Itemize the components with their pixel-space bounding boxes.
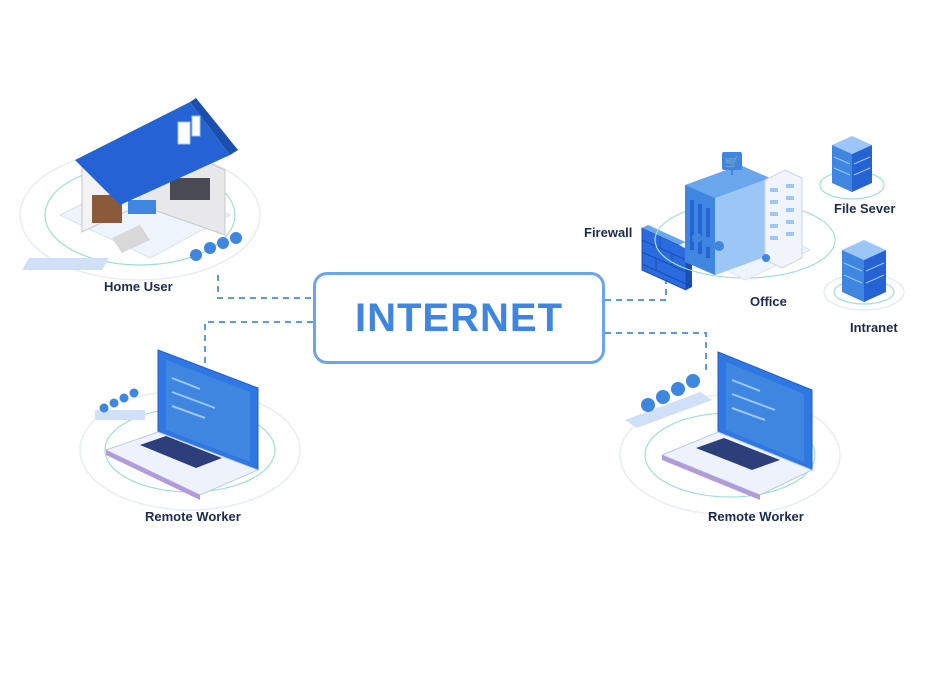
internet-label: INTERNET [355,295,563,340]
file-server-icon [819,136,885,200]
remote-worker-right-laptop-icon [619,351,841,516]
intranet-server-icon [823,240,905,311]
remote-worker-left-label: Remote Worker [145,509,241,524]
file-server-label: File Sever [834,201,896,216]
svg-text:🛒: 🛒 [725,155,740,169]
connectors [204,275,707,372]
intranet-label: Intranet [850,320,898,335]
home-user-house-icon [19,98,261,281]
connector-home-user [217,275,313,299]
internet-node: INTERNET [313,272,605,364]
firewall-label: Firewall [584,225,633,240]
firewall-icon [641,225,692,291]
remote-worker-left-laptop-icon [79,349,301,511]
remote-worker-right-label: Remote Worker [708,509,804,524]
connector-remote-worker-left [204,321,313,365]
connector-firewall [605,280,667,301]
office-building-icon: 🛒 [654,152,836,281]
office-label: Office [750,294,787,309]
home-user-label: Home User [104,279,173,294]
connector-remote-worker-right [605,332,707,372]
